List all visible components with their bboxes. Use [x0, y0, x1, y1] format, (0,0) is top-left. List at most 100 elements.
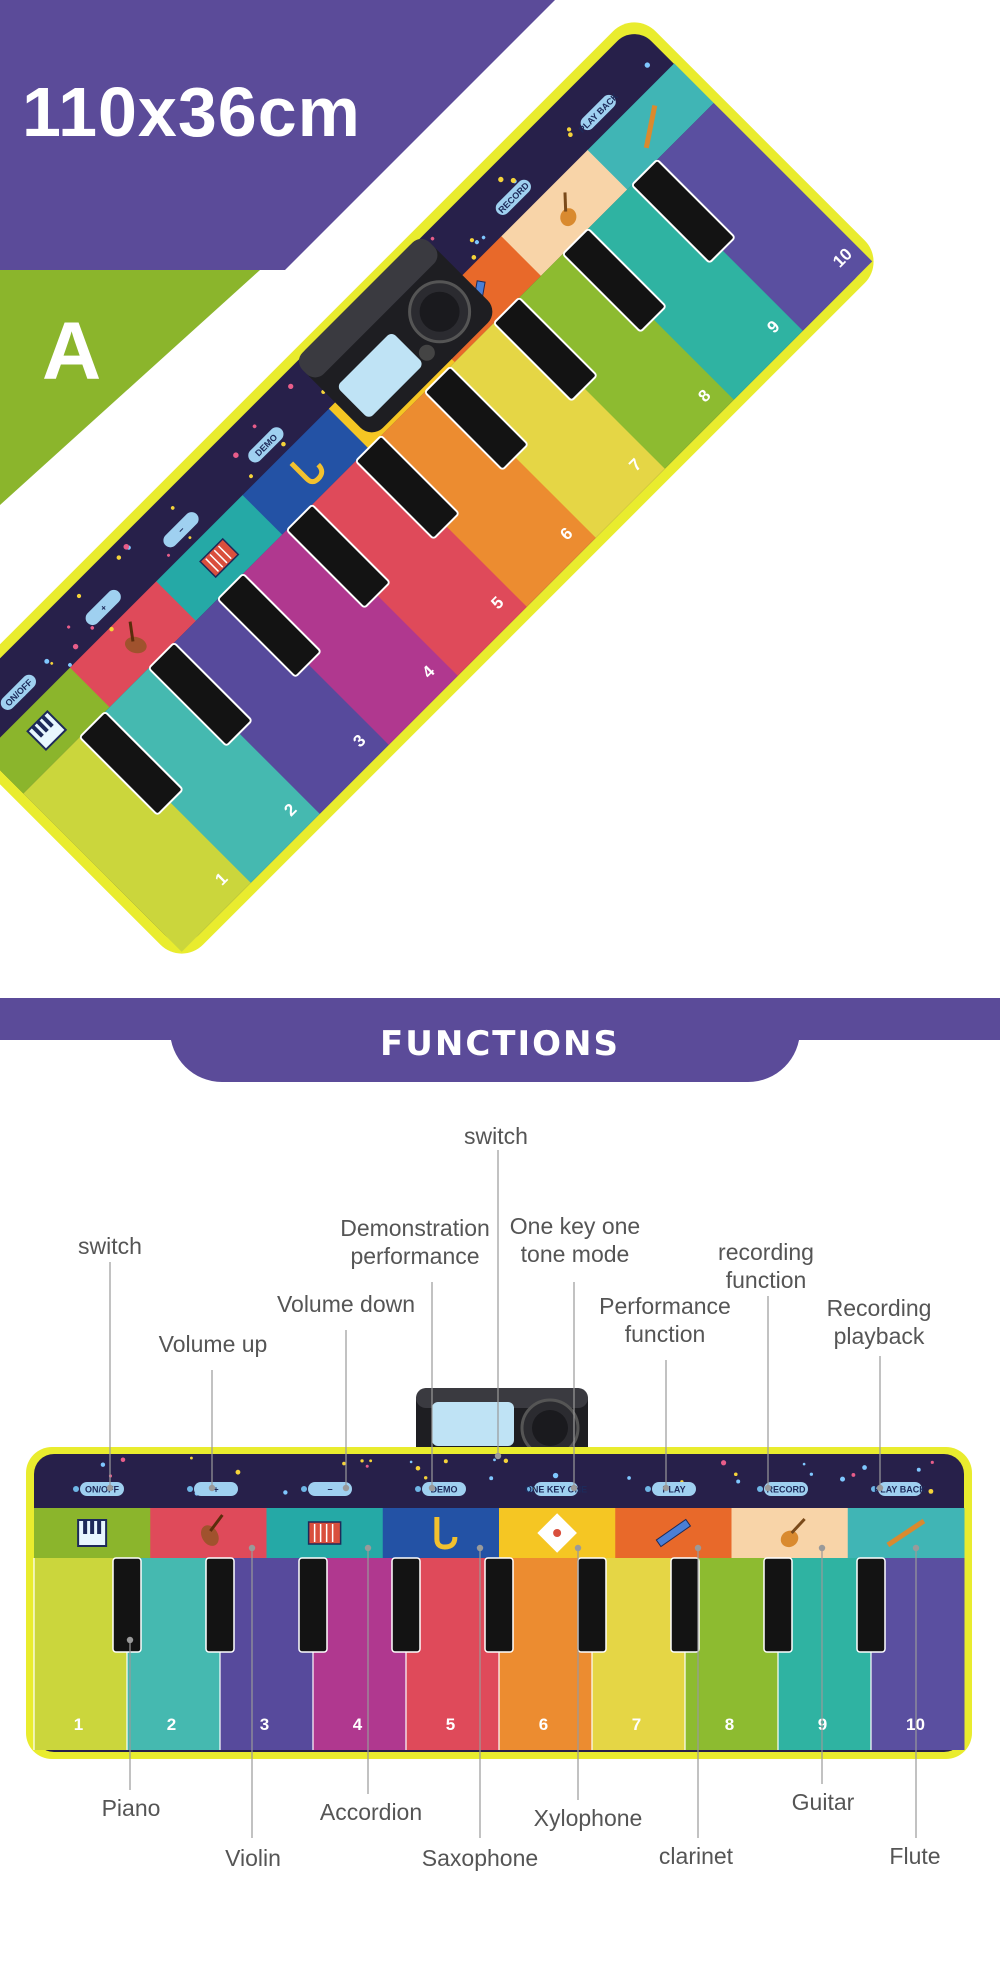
- piano-key[interactable]: 1: [23, 724, 252, 952]
- black-key[interactable]: [148, 642, 252, 746]
- control-button[interactable]: +: [83, 587, 124, 628]
- callout-leader-line: [126, 1636, 134, 1790]
- star-decoration: [430, 236, 435, 241]
- piano-key[interactable]: 7: [437, 310, 666, 538]
- black-key[interactable]: [217, 573, 321, 677]
- piano-key[interactable]: 6: [498, 1558, 593, 1750]
- star-decoration: [50, 661, 54, 665]
- black-key[interactable]: [856, 1557, 886, 1653]
- star-decoration: [90, 626, 95, 630]
- star-decoration: [443, 1459, 448, 1464]
- star-decoration: [360, 1459, 364, 1463]
- black-key[interactable]: [763, 1557, 793, 1653]
- black-key[interactable]: [286, 504, 390, 608]
- piano-key[interactable]: 4: [230, 517, 459, 745]
- control-button-label: RECORD: [766, 1485, 806, 1495]
- control-button[interactable]: RECORD: [757, 1482, 808, 1496]
- black-key[interactable]: [670, 1557, 700, 1653]
- star-decoration: [469, 238, 475, 243]
- star-decoration: [188, 536, 192, 540]
- star-decoration: [120, 1457, 126, 1462]
- black-key[interactable]: [355, 435, 459, 539]
- piano-key[interactable]: 10: [870, 1558, 965, 1750]
- black-key[interactable]: [298, 1557, 328, 1653]
- star-decoration: [235, 1469, 241, 1475]
- key-number: 4: [353, 1715, 363, 1734]
- piano-key[interactable]: 6: [368, 379, 597, 607]
- black-key[interactable]: [79, 711, 183, 815]
- callout-leader-line: [248, 1544, 256, 1838]
- callout-leader-line: [106, 1262, 114, 1492]
- control-button[interactable]: +: [187, 1482, 238, 1496]
- black-key[interactable]: [205, 1557, 235, 1653]
- callout-switch-left: switch: [78, 1233, 142, 1259]
- callout-performance-line2: function: [624, 1321, 706, 1347]
- star-decoration: [44, 658, 50, 664]
- control-button-label: ON/OFF: [85, 1485, 119, 1495]
- callout-switch-top: switch: [464, 1123, 528, 1149]
- callout-guitar: Guitar: [791, 1789, 855, 1815]
- black-key[interactable]: [631, 159, 735, 263]
- callout-flute: Flute: [889, 1843, 941, 1869]
- callout-one-key-line1: One key one: [509, 1213, 641, 1239]
- piano-key[interactable]: 9: [575, 171, 804, 400]
- key-number: 6: [539, 1715, 548, 1734]
- piano-key[interactable]: 5: [405, 1558, 500, 1750]
- key-number: 8: [725, 1715, 734, 1734]
- callout-playback: Recording playback: [814, 1294, 944, 1350]
- control-button-label: −: [327, 1485, 332, 1495]
- black-key[interactable]: [577, 1557, 607, 1653]
- callout-demonstration: Demonstration performance: [330, 1214, 500, 1270]
- control-button[interactable]: PLAY: [645, 1482, 696, 1496]
- purple-corner-banner: [0, 0, 555, 270]
- variant-letter: A: [42, 306, 102, 397]
- star-decoration: [68, 663, 72, 667]
- piano-key[interactable]: 10: [644, 102, 873, 331]
- star-decoration: [281, 441, 286, 447]
- control-button[interactable]: −: [301, 1482, 352, 1496]
- star-decoration: [840, 1476, 846, 1482]
- instrument-button[interactable]: [242, 408, 369, 535]
- piano-key[interactable]: 3: [161, 586, 390, 814]
- star-decoration: [116, 555, 122, 560]
- piano-icon: [77, 1519, 108, 1547]
- callout-performance: Performance function: [590, 1292, 740, 1348]
- key-number: 2: [167, 1715, 176, 1734]
- piano-key[interactable]: 4: [312, 1558, 407, 1750]
- callout-leader-line: [570, 1282, 578, 1492]
- star-decoration: [627, 1476, 631, 1480]
- flute-icon: [886, 1518, 926, 1548]
- black-key[interactable]: [391, 1557, 421, 1653]
- star-decoration: [369, 1459, 373, 1463]
- functions-title: FUNCTIONS: [380, 1024, 620, 1064]
- callout-leader-line: [876, 1356, 884, 1492]
- callout-xylophone: Xylophone: [533, 1805, 643, 1831]
- control-button[interactable]: ONE KEY ONE: [525, 1482, 587, 1496]
- black-key[interactable]: [562, 228, 666, 332]
- piano-key[interactable]: 8: [684, 1558, 779, 1750]
- star-decoration: [409, 1460, 413, 1464]
- black-key[interactable]: [112, 1557, 142, 1653]
- key-number: 7: [632, 1715, 641, 1734]
- piano-key[interactable]: 2: [126, 1558, 221, 1750]
- black-key[interactable]: [493, 297, 597, 401]
- xylophone-icon: [537, 1513, 577, 1553]
- black-key[interactable]: [484, 1557, 514, 1653]
- callout-accordion: Accordion: [319, 1799, 423, 1825]
- control-button[interactable]: ON/OFF: [73, 1482, 124, 1496]
- control-button[interactable]: −: [161, 509, 202, 550]
- control-button[interactable]: PLAY BACK: [871, 1482, 926, 1496]
- callout-one-key-line2: tone mode: [520, 1241, 630, 1267]
- star-decoration: [167, 553, 171, 557]
- piano-key[interactable]: 1: [33, 1558, 128, 1750]
- piano-key[interactable]: 5: [299, 448, 528, 676]
- piano-key[interactable]: 7: [591, 1558, 686, 1750]
- control-button-label: −: [176, 525, 187, 536]
- piano-key[interactable]: 2: [92, 655, 321, 883]
- callout-demonstration-line1: Demonstration: [340, 1215, 490, 1241]
- piano-key[interactable]: 8: [506, 241, 735, 469]
- piano-key[interactable]: 3: [219, 1558, 314, 1750]
- star-decoration: [733, 1472, 738, 1477]
- callout-performance-line1: Performance: [599, 1293, 731, 1319]
- black-key[interactable]: [424, 366, 528, 470]
